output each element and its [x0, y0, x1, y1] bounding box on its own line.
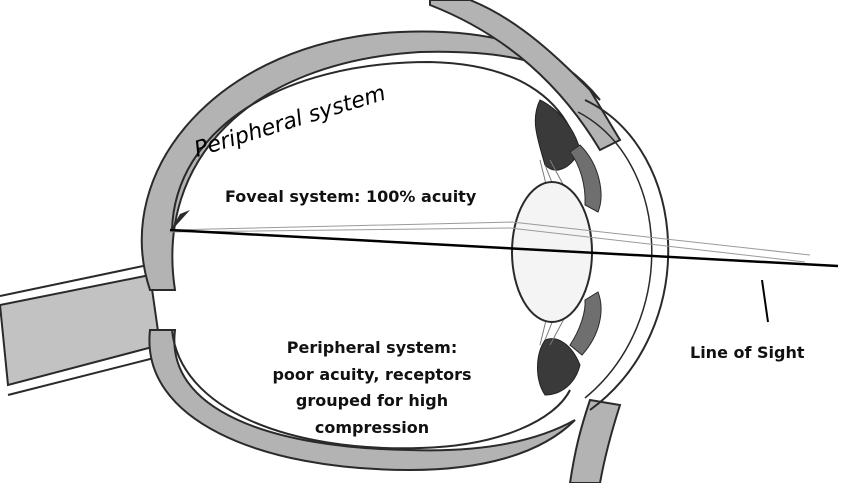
foveal-label: Foveal system: 100% acuity: [225, 187, 477, 206]
lower-eyelid: [570, 400, 620, 483]
optical-axis: [170, 222, 810, 262]
upper-eyelid: [430, 0, 620, 150]
peripheral-desc-line-2: poor acuity, receptors: [272, 365, 471, 384]
peripheral-desc-line-1: Peripheral system:: [287, 338, 457, 357]
peripheral-desc-line-3: grouped for high: [296, 391, 448, 410]
peripheral-desc-line-4: compression: [315, 418, 429, 437]
line-of-sight-pointer: [762, 280, 768, 322]
line-of-sight-label: Line of Sight: [690, 343, 805, 362]
line-of-sight: [170, 230, 838, 266]
